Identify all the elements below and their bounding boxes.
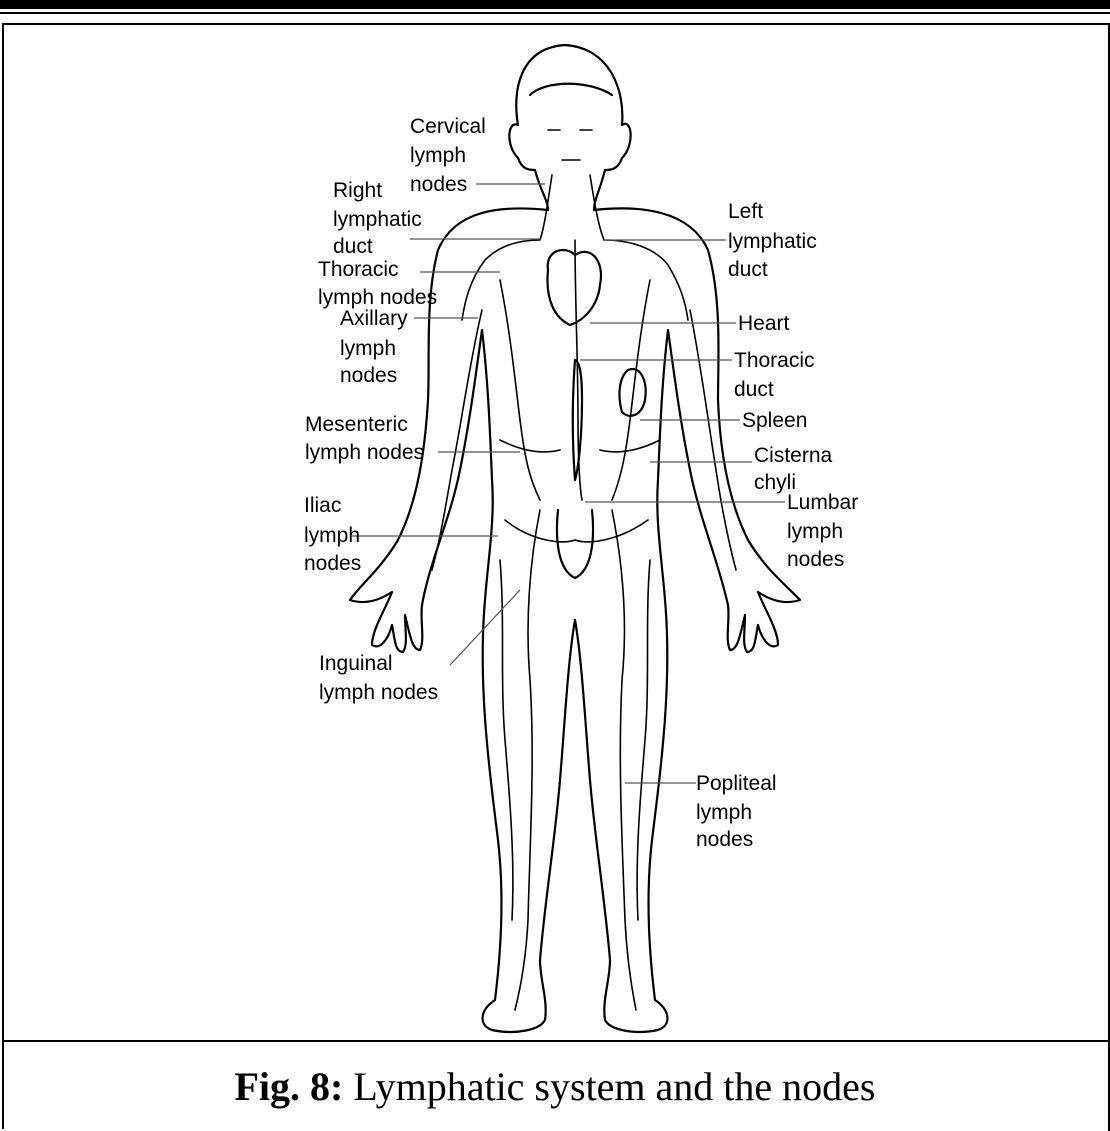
label-heart: Heart <box>738 312 790 335</box>
figure-caption: Fig. 8: Lymphatic system and the nodes <box>2 1042 1108 1131</box>
label-spleen: Spleen <box>742 409 807 432</box>
label-axillary: Axillary lymph nodes <box>340 307 414 387</box>
label-inguinal: Inguinal lymph nodes <box>319 652 438 704</box>
lymphatic-vessels <box>432 175 736 1010</box>
label-left-lymphatic-duct: Left lymphatic duct <box>728 200 823 281</box>
label-cisterna-chyli: Cisterna chyli <box>754 444 838 494</box>
label-popliteal: Popliteal lymph nodes <box>696 772 782 851</box>
label-thoracic-lymph-nodes: Thoracic lymph nodes <box>318 258 437 309</box>
figure-number: Fig. 8: <box>234 1063 343 1110</box>
figure-caption-text: Lymphatic system and the nodes <box>353 1063 875 1110</box>
label-iliac: Iliac lymph nodes <box>304 494 366 575</box>
label-lumbar: Lumbar lymph nodes <box>787 491 864 571</box>
label-mesenteric: Mesenteric lymph nodes <box>305 413 424 464</box>
label-thoracic-duct: Thoracic duct <box>734 349 820 401</box>
diagram-labels: Cervical lymph nodes Right lymphatic duc… <box>304 115 864 851</box>
